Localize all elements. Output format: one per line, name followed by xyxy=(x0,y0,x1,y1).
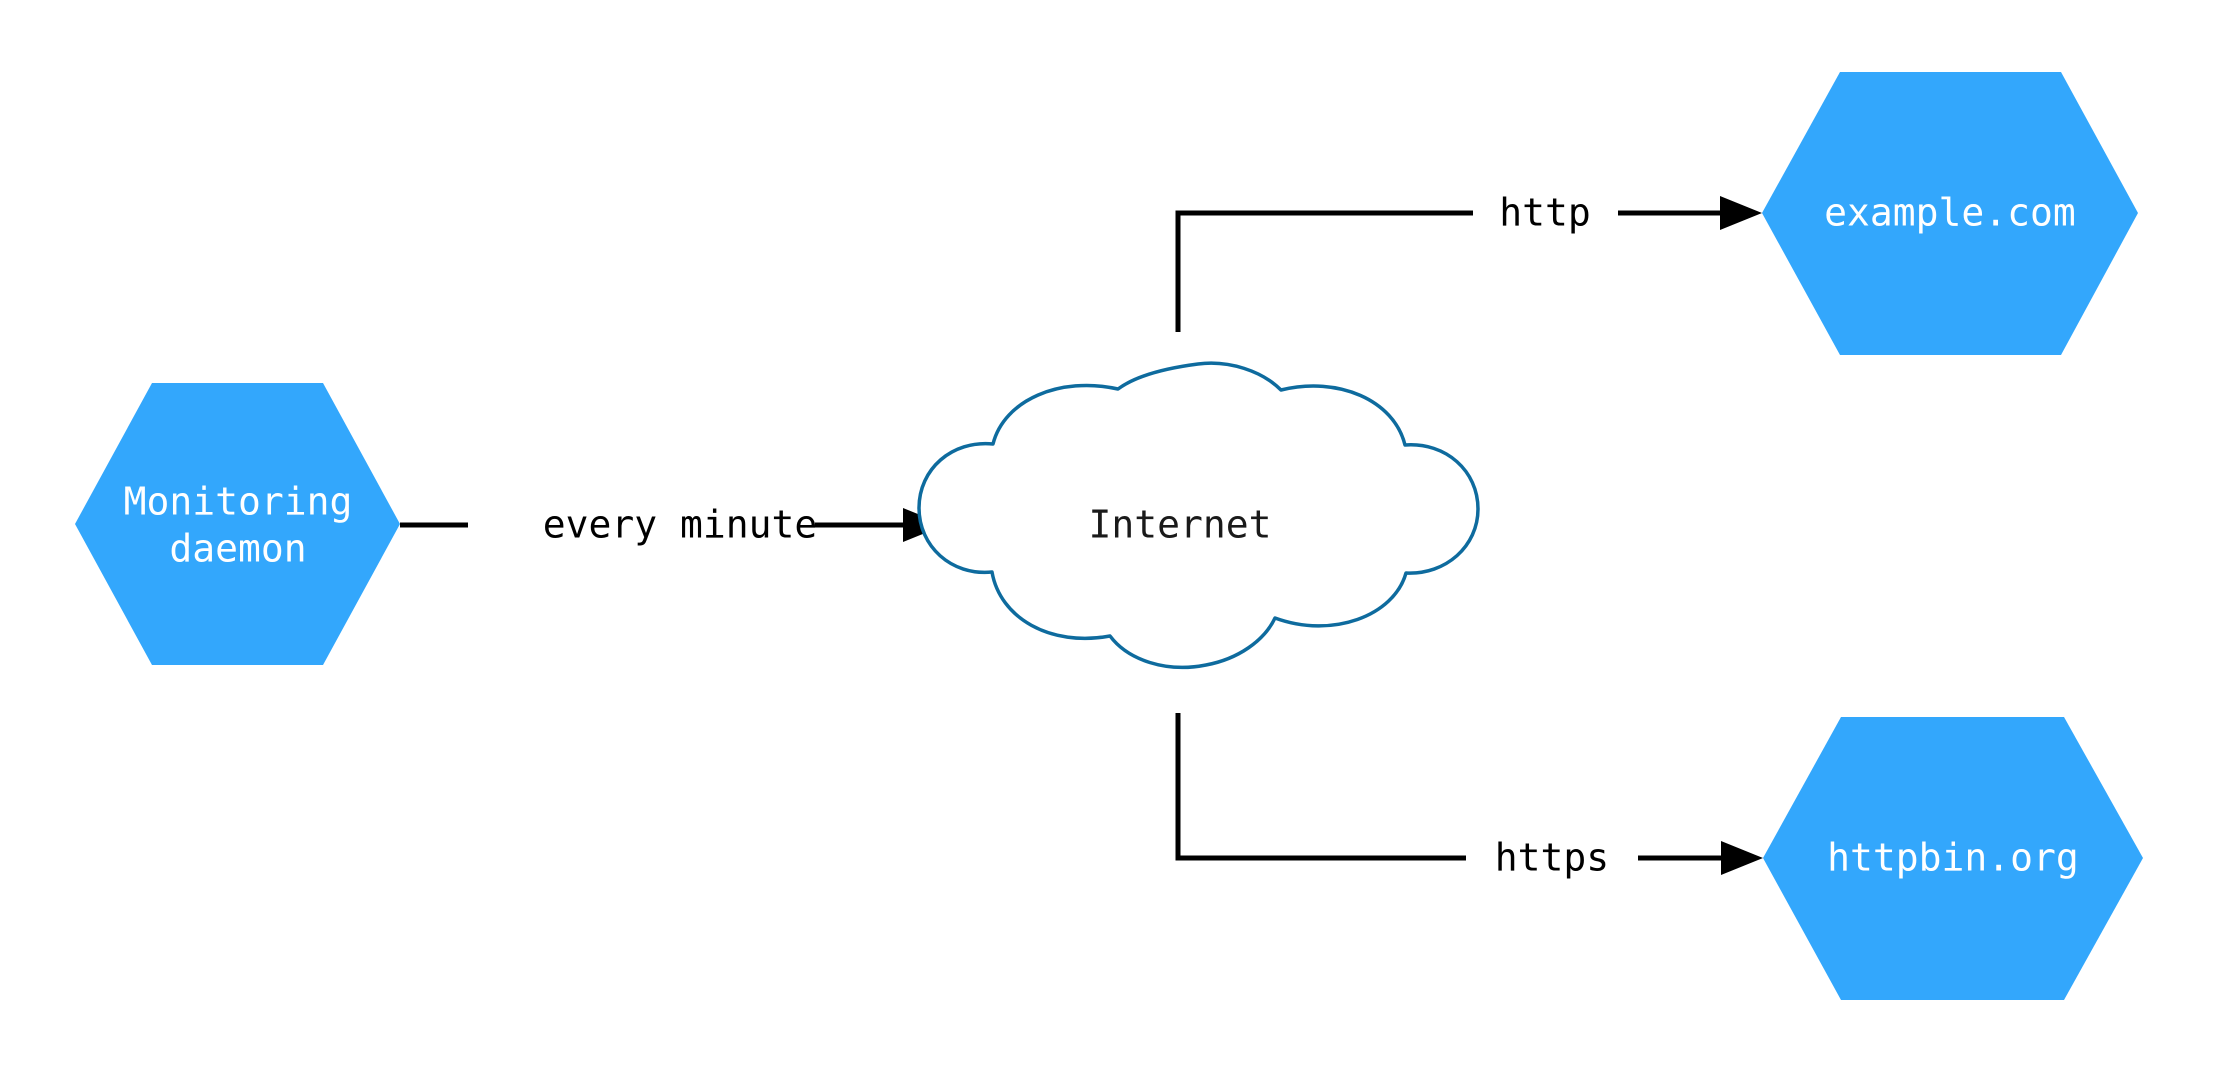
edge-path-https xyxy=(1175,713,1466,861)
edge-internet-to-httpbin: https xyxy=(1175,713,1763,880)
node-label-monitoring-daemon-line2: daemon xyxy=(169,527,306,571)
node-internet[interactable]: Internet xyxy=(917,361,1480,670)
hexagon-shape-monitoring-daemon xyxy=(75,383,400,665)
node-label-monitoring-daemon-line1: Monitoring xyxy=(124,480,353,524)
node-monitoring-daemon[interactable]: Monitoring daemon xyxy=(75,383,400,665)
hexagon-shape-httpbin-org xyxy=(1763,717,2143,1000)
cloud-shape-internet xyxy=(917,361,1480,670)
node-label-example-com: example.com xyxy=(1824,191,2076,235)
node-label-internet: Internet xyxy=(1088,503,1271,547)
node-example-com[interactable]: example.com xyxy=(1762,72,2138,355)
edge-daemon-to-internet: every minute xyxy=(400,503,945,547)
edge-path-http xyxy=(1175,210,1473,332)
edge-label-every-minute: every minute xyxy=(543,503,818,547)
arrowhead-to-example-com xyxy=(1720,196,1762,230)
node-label-httpbin-org: httpbin.org xyxy=(1827,836,2079,880)
edge-internet-to-example: http xyxy=(1175,191,1762,332)
edge-label-https: https xyxy=(1495,836,1609,880)
hexagon-shape-example-com xyxy=(1762,72,2138,355)
node-httpbin-org[interactable]: httpbin.org xyxy=(1763,717,2143,1000)
arrowhead-to-httpbin-org xyxy=(1721,841,1763,875)
edge-label-http: http xyxy=(1499,191,1591,235)
